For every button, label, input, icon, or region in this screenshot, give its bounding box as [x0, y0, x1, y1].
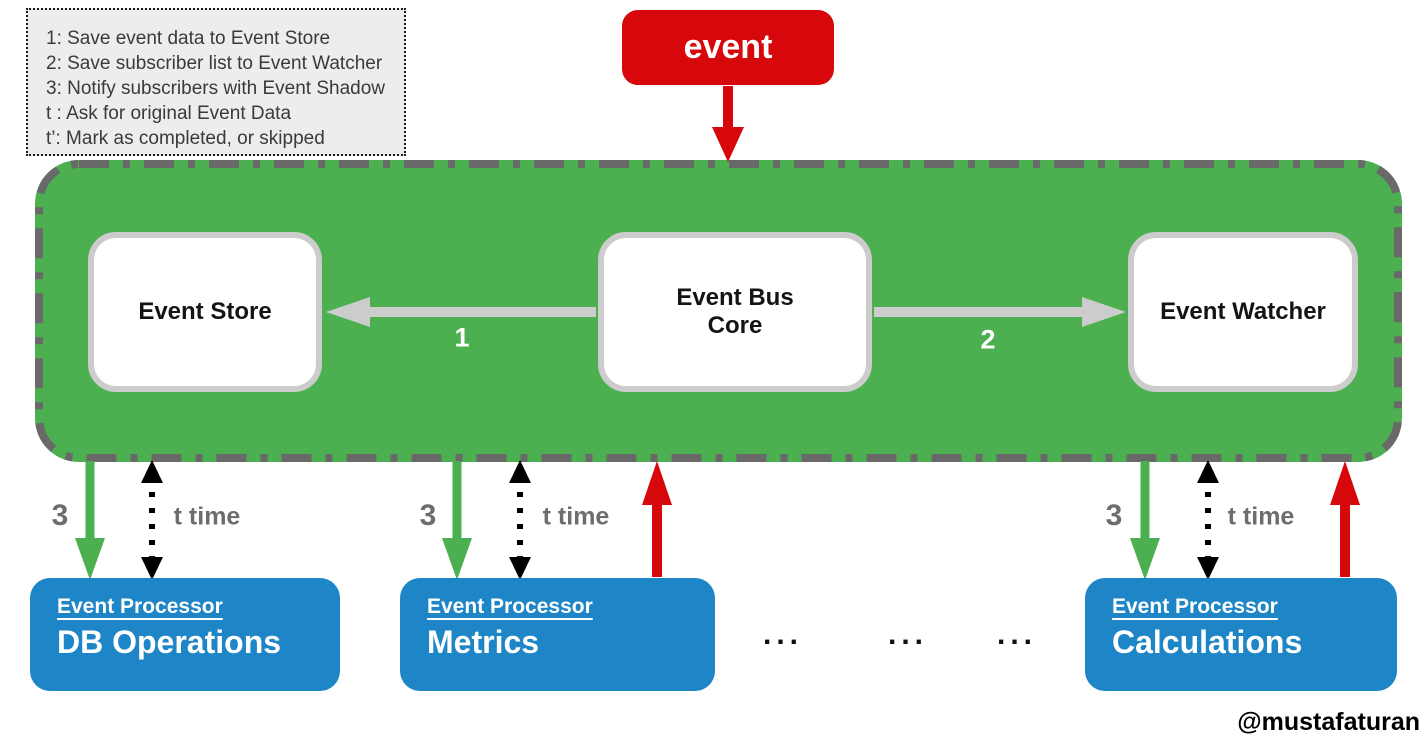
node-event-store-label: Event Store: [138, 298, 272, 325]
processor-type-label: Event Processor: [57, 595, 223, 618]
arrow-3-notify-right: [1130, 461, 1160, 580]
node-event-watcher-label: Event Watcher: [1160, 298, 1326, 325]
arrow-t-time-left: [141, 460, 163, 580]
arrow-ask-original-middle: [642, 461, 672, 577]
arrow-3-notify-middle: [442, 461, 472, 580]
arrow-t-time-middle: [509, 460, 531, 580]
label-arrow-3-right: 3: [1105, 499, 1123, 532]
arrow-head-down: [1197, 557, 1219, 580]
legend-box: 1: Save event data to Event Store 2: Sav…: [26, 8, 406, 156]
event-badge: event: [622, 10, 834, 85]
label-t-time-left: t time: [173, 502, 241, 531]
label-t-time-right: t time: [1227, 502, 1295, 531]
author-credit: @mustafaturan: [1237, 708, 1420, 736]
arrow-head: [712, 127, 744, 162]
ellipsis-more-processors-3: ...: [997, 618, 1038, 651]
arrow-head-up: [141, 460, 163, 483]
legend-line-4: t : Ask for original Event Data: [46, 103, 292, 124]
arrow-head: [1130, 538, 1160, 580]
node-event-bus-core-label: Event Bus Core: [676, 284, 794, 339]
arrow-head-down: [509, 557, 531, 580]
label-arrow-3-middle: 3: [419, 499, 437, 532]
legend-line-2: 2: Save subscriber list to Event Watcher: [46, 53, 383, 74]
label-t-time-middle: t time: [542, 502, 610, 531]
processor-metrics: Event Processor Metrics: [400, 578, 715, 691]
arrow-head-down: [141, 557, 163, 580]
processor-type-label: Event Processor: [1112, 595, 1278, 618]
processor-db-operations: Event Processor DB Operations: [30, 578, 340, 691]
processor-calculations: Event Processor Calculations: [1085, 578, 1397, 691]
arrow-head: [442, 538, 472, 580]
processor-type-label: Event Processor: [427, 595, 593, 618]
processor-name: DB Operations: [57, 624, 282, 660]
processor-name: Calculations: [1112, 624, 1303, 660]
label-arrow-1: 1: [454, 322, 470, 353]
node-event-store: Event Store: [88, 232, 322, 392]
label-arrow-2: 2: [980, 324, 996, 355]
arrow-t-time-right: [1197, 460, 1219, 580]
ellipsis-more-processors-2: ...: [888, 618, 929, 651]
ellipsis-more-processors-1: ...: [763, 618, 804, 651]
arrow-head: [1330, 461, 1360, 505]
arrow-head-up: [1197, 460, 1219, 483]
arrow-head-up: [509, 460, 531, 483]
label-arrow-3-left: 3: [51, 499, 69, 532]
node-event-bus-core: Event Bus Core: [598, 232, 872, 392]
arrow-head: [642, 461, 672, 505]
legend-line-1: 1: Save event data to Event Store: [46, 28, 331, 49]
event-badge-label: event: [683, 28, 773, 66]
processor-name: Metrics: [427, 624, 540, 660]
arrow-3-notify-left: [75, 461, 105, 580]
node-event-watcher: Event Watcher: [1128, 232, 1358, 392]
arrow-ask-original-right: [1330, 461, 1360, 577]
event-incoming-arrow: [712, 86, 744, 162]
legend-line-5: t’: Mark as completed, or skipped: [46, 128, 325, 149]
arrow-head: [75, 538, 105, 580]
legend-line-3: 3: Notify subscribers with Event Shadow: [46, 78, 385, 99]
